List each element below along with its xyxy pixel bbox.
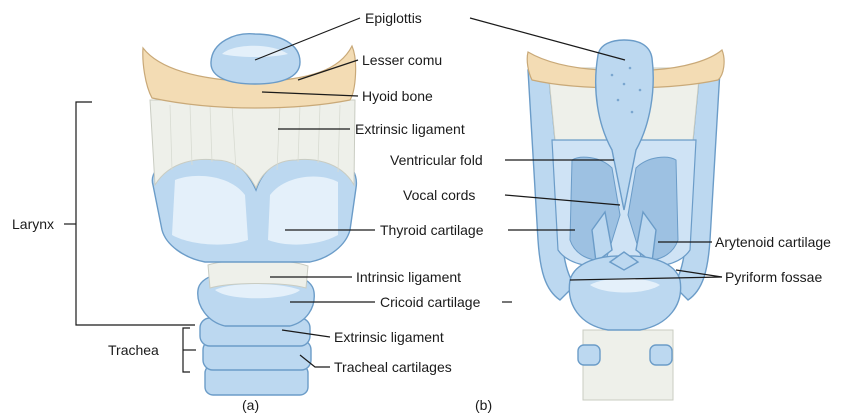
label-extrinsic-ligament-upper: Extrinsic ligament	[355, 121, 465, 137]
label-ventricular-fold: Ventricular fold	[390, 152, 483, 168]
label-cricoid-cartilage: Cricoid cartilage	[380, 294, 481, 310]
panel-a-illustration	[143, 34, 357, 395]
label-thyroid-cartilage: Thyroid cartilage	[380, 222, 484, 238]
label-epiglottis: Epiglottis	[365, 10, 422, 26]
label-extrinsic-ligament-lower: Extrinsic ligament	[334, 329, 444, 345]
label-tracheal-cartilages: Tracheal cartilages	[334, 359, 452, 375]
label-trachea: Trachea	[108, 342, 159, 358]
label-arytenoid-cartilage: Arytenoid cartilage	[715, 234, 831, 250]
label-larynx: Larynx	[12, 216, 54, 232]
intrinsic-ligament	[208, 260, 308, 288]
label-lesser-cornu: Lesser comu	[362, 52, 442, 68]
label-pyriform-fossae: Pyriform fossae	[725, 269, 822, 285]
label-vocal-cords: Vocal cords	[403, 187, 475, 203]
label-panel-a: (a)	[242, 397, 259, 413]
label-panel-b: (b)	[475, 397, 492, 413]
epiglottis-a	[211, 34, 300, 84]
panel-b-illustration	[527, 40, 724, 400]
label-intrinsic-ligament: Intrinsic ligament	[356, 269, 461, 285]
label-hyoid-bone: Hyoid bone	[362, 88, 433, 104]
